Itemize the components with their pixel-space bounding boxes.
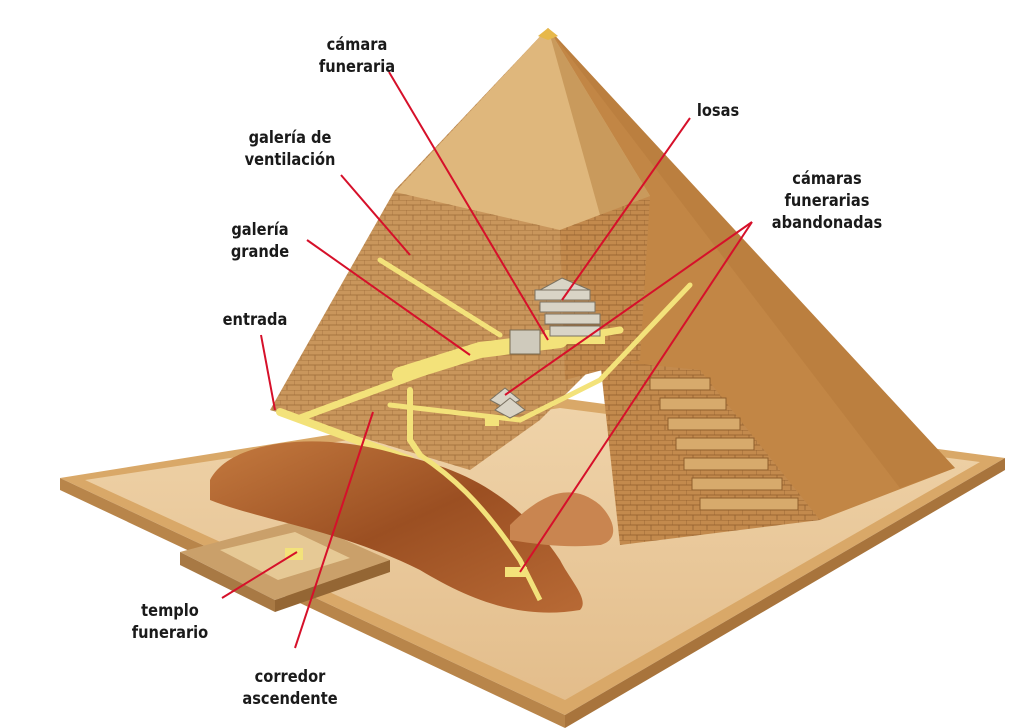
leader-lines <box>221 71 753 649</box>
label-line: galería <box>231 220 289 240</box>
label-line: grande <box>230 242 290 262</box>
stepped-interior <box>600 360 820 545</box>
label-camaras-abandonadas: cámaras funerarias abandonadas <box>767 168 887 234</box>
label-line: losas <box>696 101 740 121</box>
label-entrada: entrada <box>216 309 293 331</box>
label-line: entrada <box>222 310 288 330</box>
label-line: cámara <box>326 35 388 55</box>
label-line: ventilación <box>244 150 336 170</box>
label-line: funerarias <box>784 191 870 211</box>
label-line: templo <box>141 601 199 621</box>
label-galeria-grande: galería grande <box>221 219 298 263</box>
label-templo-funerario: templo funerario <box>123 600 218 644</box>
relief-slabs <box>534 277 601 337</box>
label-line: ascendente <box>242 689 338 709</box>
label-line: funeraria <box>318 57 396 77</box>
label-corredor-ascendente: corredor ascendente <box>238 666 341 710</box>
label-line: abandonadas <box>771 213 883 233</box>
label-losas: losas <box>688 100 748 122</box>
pyramid-cap <box>395 28 650 230</box>
label-camara-funeraria: cámara funeraria <box>310 34 405 78</box>
label-line: funerario <box>131 623 209 643</box>
label-line: galería de <box>248 128 332 148</box>
label-galeria-ventilacion: galería de ventilación <box>234 127 346 171</box>
label-line: corredor <box>254 667 326 687</box>
label-line: cámaras <box>792 169 862 189</box>
bedrock <box>210 441 614 613</box>
